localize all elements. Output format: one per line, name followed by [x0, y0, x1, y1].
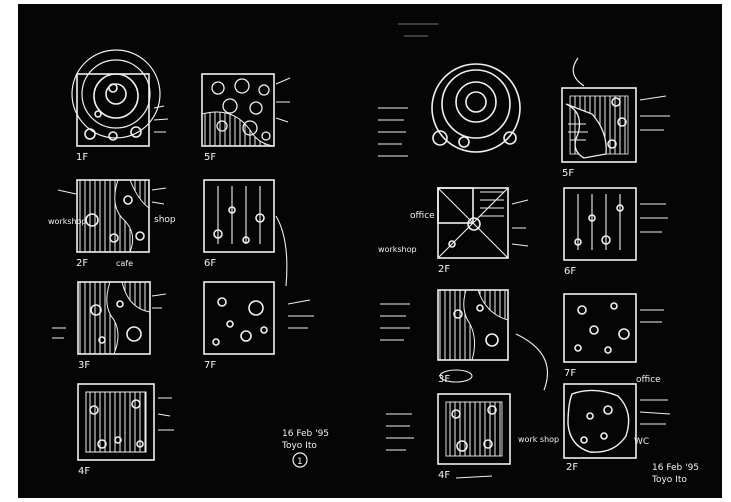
- floor-label-2f: 2F: [76, 258, 88, 269]
- left-signature: 16 Feb '95 Toyo Ito 1: [281, 429, 329, 467]
- right-signature: 16 Feb '95 Toyo Ito: [651, 463, 699, 485]
- floor-plan-4f-right: 4F: [386, 394, 510, 481]
- floor-label-1f: 1F: [76, 152, 88, 163]
- left-author: Toyo Ito: [281, 441, 317, 451]
- note-work-shop: work shop: [518, 435, 559, 444]
- floor-label-5f-right: 5F: [562, 168, 574, 179]
- floor-plan-3f: 3F: [52, 282, 166, 371]
- floor-label-2f-right: 2F: [438, 264, 450, 275]
- note-office-top: office: [410, 211, 435, 221]
- note-shop: shop: [154, 215, 176, 225]
- note-cafe: cafe: [116, 259, 133, 268]
- floor-plan-3f-right: 3F: [380, 290, 548, 390]
- floor-plan-7f-right: 7F: [564, 294, 664, 379]
- floor-label-7f-right: 7F: [564, 368, 576, 379]
- floor-plan-6f-right: 6F: [564, 188, 668, 277]
- left-date: 16 Feb '95: [282, 429, 329, 439]
- floor-plan-7f: 7F: [204, 282, 314, 371]
- right-page: 5F 2F office workshop 6F: [378, 24, 699, 485]
- floor-label-7f: 7F: [204, 360, 216, 371]
- right-date: 16 Feb '95: [652, 463, 699, 473]
- note-wc: WC: [634, 437, 649, 447]
- sketch-drawing: 1F 5F 2F workshop shop cafe: [18, 4, 722, 498]
- note-office-bottom: office: [636, 375, 661, 385]
- floor-plan-5f: 5F: [202, 74, 290, 163]
- note-workshop: workshop: [48, 217, 87, 226]
- floor-plan-4f: 4F: [78, 384, 174, 477]
- floor-label-6f: 6F: [204, 258, 216, 269]
- floor-plan-2f-bottom-right: 2F office WC work shop: [518, 375, 670, 473]
- top-scribble: [398, 24, 438, 36]
- sketch-sheet: 1F 5F 2F workshop shop cafe: [18, 4, 722, 498]
- floor-label-2f-bottom-right: 2F: [566, 462, 578, 473]
- floor-label-4f-right: 4F: [438, 470, 450, 481]
- note-workshop-right: workshop: [378, 245, 417, 254]
- floor-plan-5f-right: 5F: [562, 58, 670, 179]
- floor-plan-6f: 6F: [204, 180, 287, 286]
- floor-label-4f: 4F: [78, 466, 90, 477]
- floor-label-5f: 5F: [204, 152, 216, 163]
- left-page-number: 1: [297, 457, 303, 467]
- left-page: 1F 5F 2F workshop shop cafe: [48, 50, 329, 477]
- floor-plan-1f: 1F: [72, 50, 168, 163]
- floor-label-3f: 3F: [78, 360, 90, 371]
- floor-plan-2f-right: 2F office workshop: [378, 188, 528, 275]
- concentric-sketch: [378, 64, 520, 156]
- floor-label-6f-right: 6F: [564, 266, 576, 277]
- right-author: Toyo Ito: [651, 475, 687, 485]
- floor-label-3f-right: 3F: [438, 374, 450, 385]
- floor-plan-2f: 2F workshop shop cafe: [48, 180, 176, 269]
